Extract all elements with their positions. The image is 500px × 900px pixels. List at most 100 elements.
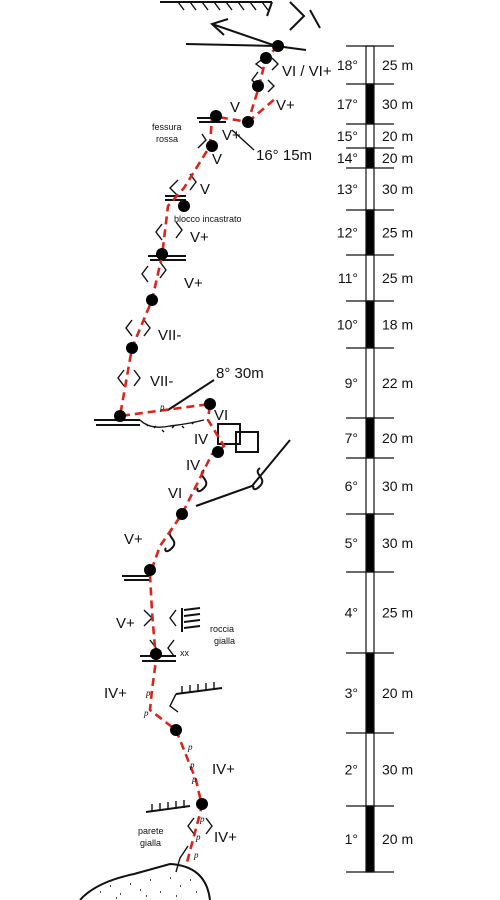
- belay-station: [204, 398, 216, 410]
- belay-station: [210, 110, 222, 122]
- pitch-length: 30 m: [382, 478, 413, 494]
- ledge-rubble: [139, 419, 205, 428]
- pitch-length: 30 m: [382, 181, 413, 197]
- pitch-length: 30 m: [382, 535, 413, 551]
- belay-station: [272, 40, 284, 52]
- pitch-number: 4°: [345, 605, 358, 621]
- belay-station: [206, 140, 218, 152]
- top-ledge: [185, 43, 307, 51]
- piton-mark: p: [199, 814, 205, 824]
- belay-station: [212, 446, 224, 458]
- ledge-rubble-dots: [145, 421, 195, 433]
- grade-label: V: [230, 99, 240, 116]
- piton-mark: p: [193, 850, 199, 860]
- note-parete: parete: [138, 826, 164, 836]
- note-rossa: rossa: [156, 134, 178, 144]
- pitch-number: 7°: [345, 430, 358, 446]
- crack-mark: [143, 609, 177, 627]
- route-line-variant-16: [247, 97, 277, 123]
- grade-labels: VI / VI+ V+ V V+ V V V+ V+ VII- VII- VI …: [104, 63, 332, 846]
- grade-label: V+: [276, 97, 295, 114]
- note-gialla-bottom: gialla: [140, 838, 161, 848]
- scale-segment: [365, 147, 375, 169]
- belay-station: [176, 508, 188, 520]
- crack-mark: [117, 369, 141, 387]
- pitch-length: 22 m: [382, 375, 413, 391]
- crack-mark: [197, 133, 207, 149]
- piton-mark: p: [189, 760, 195, 770]
- belay-station: [242, 116, 254, 128]
- grade-label: IV+: [212, 761, 235, 778]
- roof-edge: [266, 1, 273, 17]
- grade-label: IV: [186, 457, 200, 474]
- scale-segment: [365, 254, 375, 302]
- scale-segment: [365, 513, 375, 573]
- variant-8-pointer: [167, 379, 215, 411]
- pitch-length: 25 m: [382, 605, 413, 621]
- crack-mark: [155, 221, 183, 241]
- scale-segment: [365, 571, 375, 654]
- grade-label: V: [200, 181, 210, 198]
- pitch-length: 30 m: [382, 96, 413, 112]
- variant-16-label: 16° 15m: [256, 147, 312, 164]
- pitch-length: 20 m: [382, 128, 413, 144]
- piton-mark: p: [143, 708, 149, 718]
- scale-segment: [365, 347, 375, 419]
- note-roccia: roccia: [210, 624, 234, 634]
- belay-station: [196, 798, 208, 810]
- crack-mark: [187, 817, 213, 835]
- pitch-number: 11°: [338, 270, 358, 286]
- grade-label: VII-: [150, 373, 173, 390]
- annotations: fessura rossa 16° 15m blocco incastrato …: [138, 122, 312, 860]
- pitch-scale: 18°25 m17°30 m15°20 m14°20 m13°30 m12°25…: [337, 45, 413, 873]
- pitch-number: 10°: [337, 317, 358, 333]
- roof-hatch-1: [151, 800, 185, 812]
- grade-label: V+: [124, 531, 143, 548]
- crack-mark: [141, 261, 167, 283]
- note-xx: xx: [180, 648, 190, 658]
- pitch-length: 25 m: [382, 57, 413, 73]
- roof-line-3: [175, 687, 223, 695]
- route-line: [118, 45, 279, 867]
- belay-station: [156, 248, 168, 260]
- pitch-number: 18°: [337, 57, 358, 73]
- s-crack-3: [164, 529, 176, 553]
- scale-segment: [365, 209, 375, 256]
- grade-label: VI: [214, 407, 228, 424]
- scale-segment: [365, 805, 375, 873]
- variant-pointer: [195, 439, 291, 507]
- pitch-length: 20 m: [382, 150, 413, 166]
- belay-station: [170, 724, 182, 736]
- pitch-number: 5°: [345, 535, 358, 551]
- grade-label: V+: [116, 615, 135, 632]
- grade-label: IV: [194, 431, 208, 448]
- pitch-number: 13°: [337, 181, 358, 197]
- roof-hatch: [177, 1, 269, 11]
- ground-outline: [79, 862, 211, 900]
- note-blocco: blocco incastrato: [174, 214, 242, 224]
- belay-stations: [114, 40, 284, 810]
- grade-label: VI: [168, 485, 182, 502]
- pitch-number: 1°: [345, 831, 358, 847]
- variant-16-pointer: [231, 129, 255, 151]
- grade-label: V+: [222, 127, 241, 144]
- pitch-length: 20 m: [382, 831, 413, 847]
- belay-station: [144, 564, 156, 576]
- rock-features: [79, 1, 321, 900]
- pitch-number: 2°: [345, 762, 358, 778]
- belay-station: [252, 80, 264, 92]
- pitch-length: 20 m: [382, 685, 413, 701]
- scale-segment: [365, 167, 375, 211]
- belay-station: [178, 200, 190, 212]
- scale-segment: [365, 732, 375, 807]
- scale-segment: [365, 457, 375, 515]
- variant-8-label: 8° 30m: [216, 365, 264, 382]
- piton-mark: p: [191, 774, 197, 784]
- grade-label: VI / VI+: [282, 63, 332, 80]
- scale-segment: [365, 83, 375, 125]
- piton-mark: p: [159, 402, 165, 412]
- grade-label: V: [212, 151, 222, 168]
- pitch-number: 17°: [337, 96, 358, 112]
- crack-mark: [125, 319, 151, 337]
